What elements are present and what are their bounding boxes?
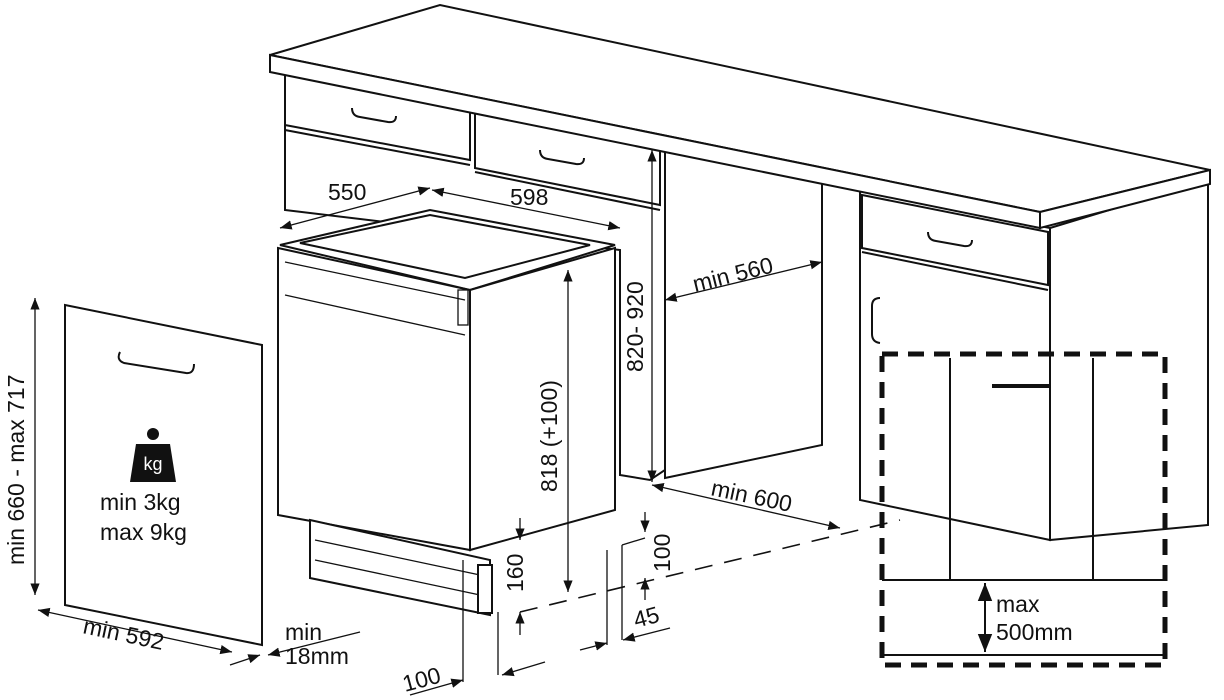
door-panel: kg xyxy=(64,303,263,647)
label-appliance-height: 818 (+100) xyxy=(536,380,562,492)
right-cabinet xyxy=(859,178,1209,542)
label-door-thickness-1: min xyxy=(285,619,322,645)
door-handle xyxy=(871,297,881,344)
label-weight-min: min 3kg xyxy=(100,489,181,515)
dimension-lines xyxy=(30,150,901,696)
weight-icon-text: kg xyxy=(143,454,162,474)
countertop xyxy=(269,3,1211,230)
label-niche-height: 820- 920 xyxy=(622,281,648,372)
label-niche-depth: min 600 xyxy=(709,474,794,516)
label-bottom-offset: 100 xyxy=(400,662,444,697)
label-door-height: min 660 - max 717 xyxy=(3,375,29,565)
drawer-handle xyxy=(927,231,973,248)
label-plinth-depth: 45 xyxy=(631,601,662,633)
dimension-labels: 550 598 min 560 820- 920 818 (+100) min … xyxy=(3,179,1073,697)
label-door-thickness-2: 18mm xyxy=(285,643,349,669)
label-depth: 550 xyxy=(328,179,366,205)
label-plinth-height: 160 xyxy=(502,554,528,592)
label-gap-1: max xyxy=(996,591,1040,617)
dishwasher xyxy=(277,208,616,617)
weight-icon: kg xyxy=(130,428,176,482)
dashed-front-view xyxy=(879,351,1168,668)
label-width: 598 xyxy=(510,184,548,210)
panel-handle xyxy=(117,351,195,375)
label-gap-2: 500mm xyxy=(996,619,1073,645)
label-plinth-clearance: 100 xyxy=(649,534,675,572)
label-weight-max: max 9kg xyxy=(100,519,187,545)
